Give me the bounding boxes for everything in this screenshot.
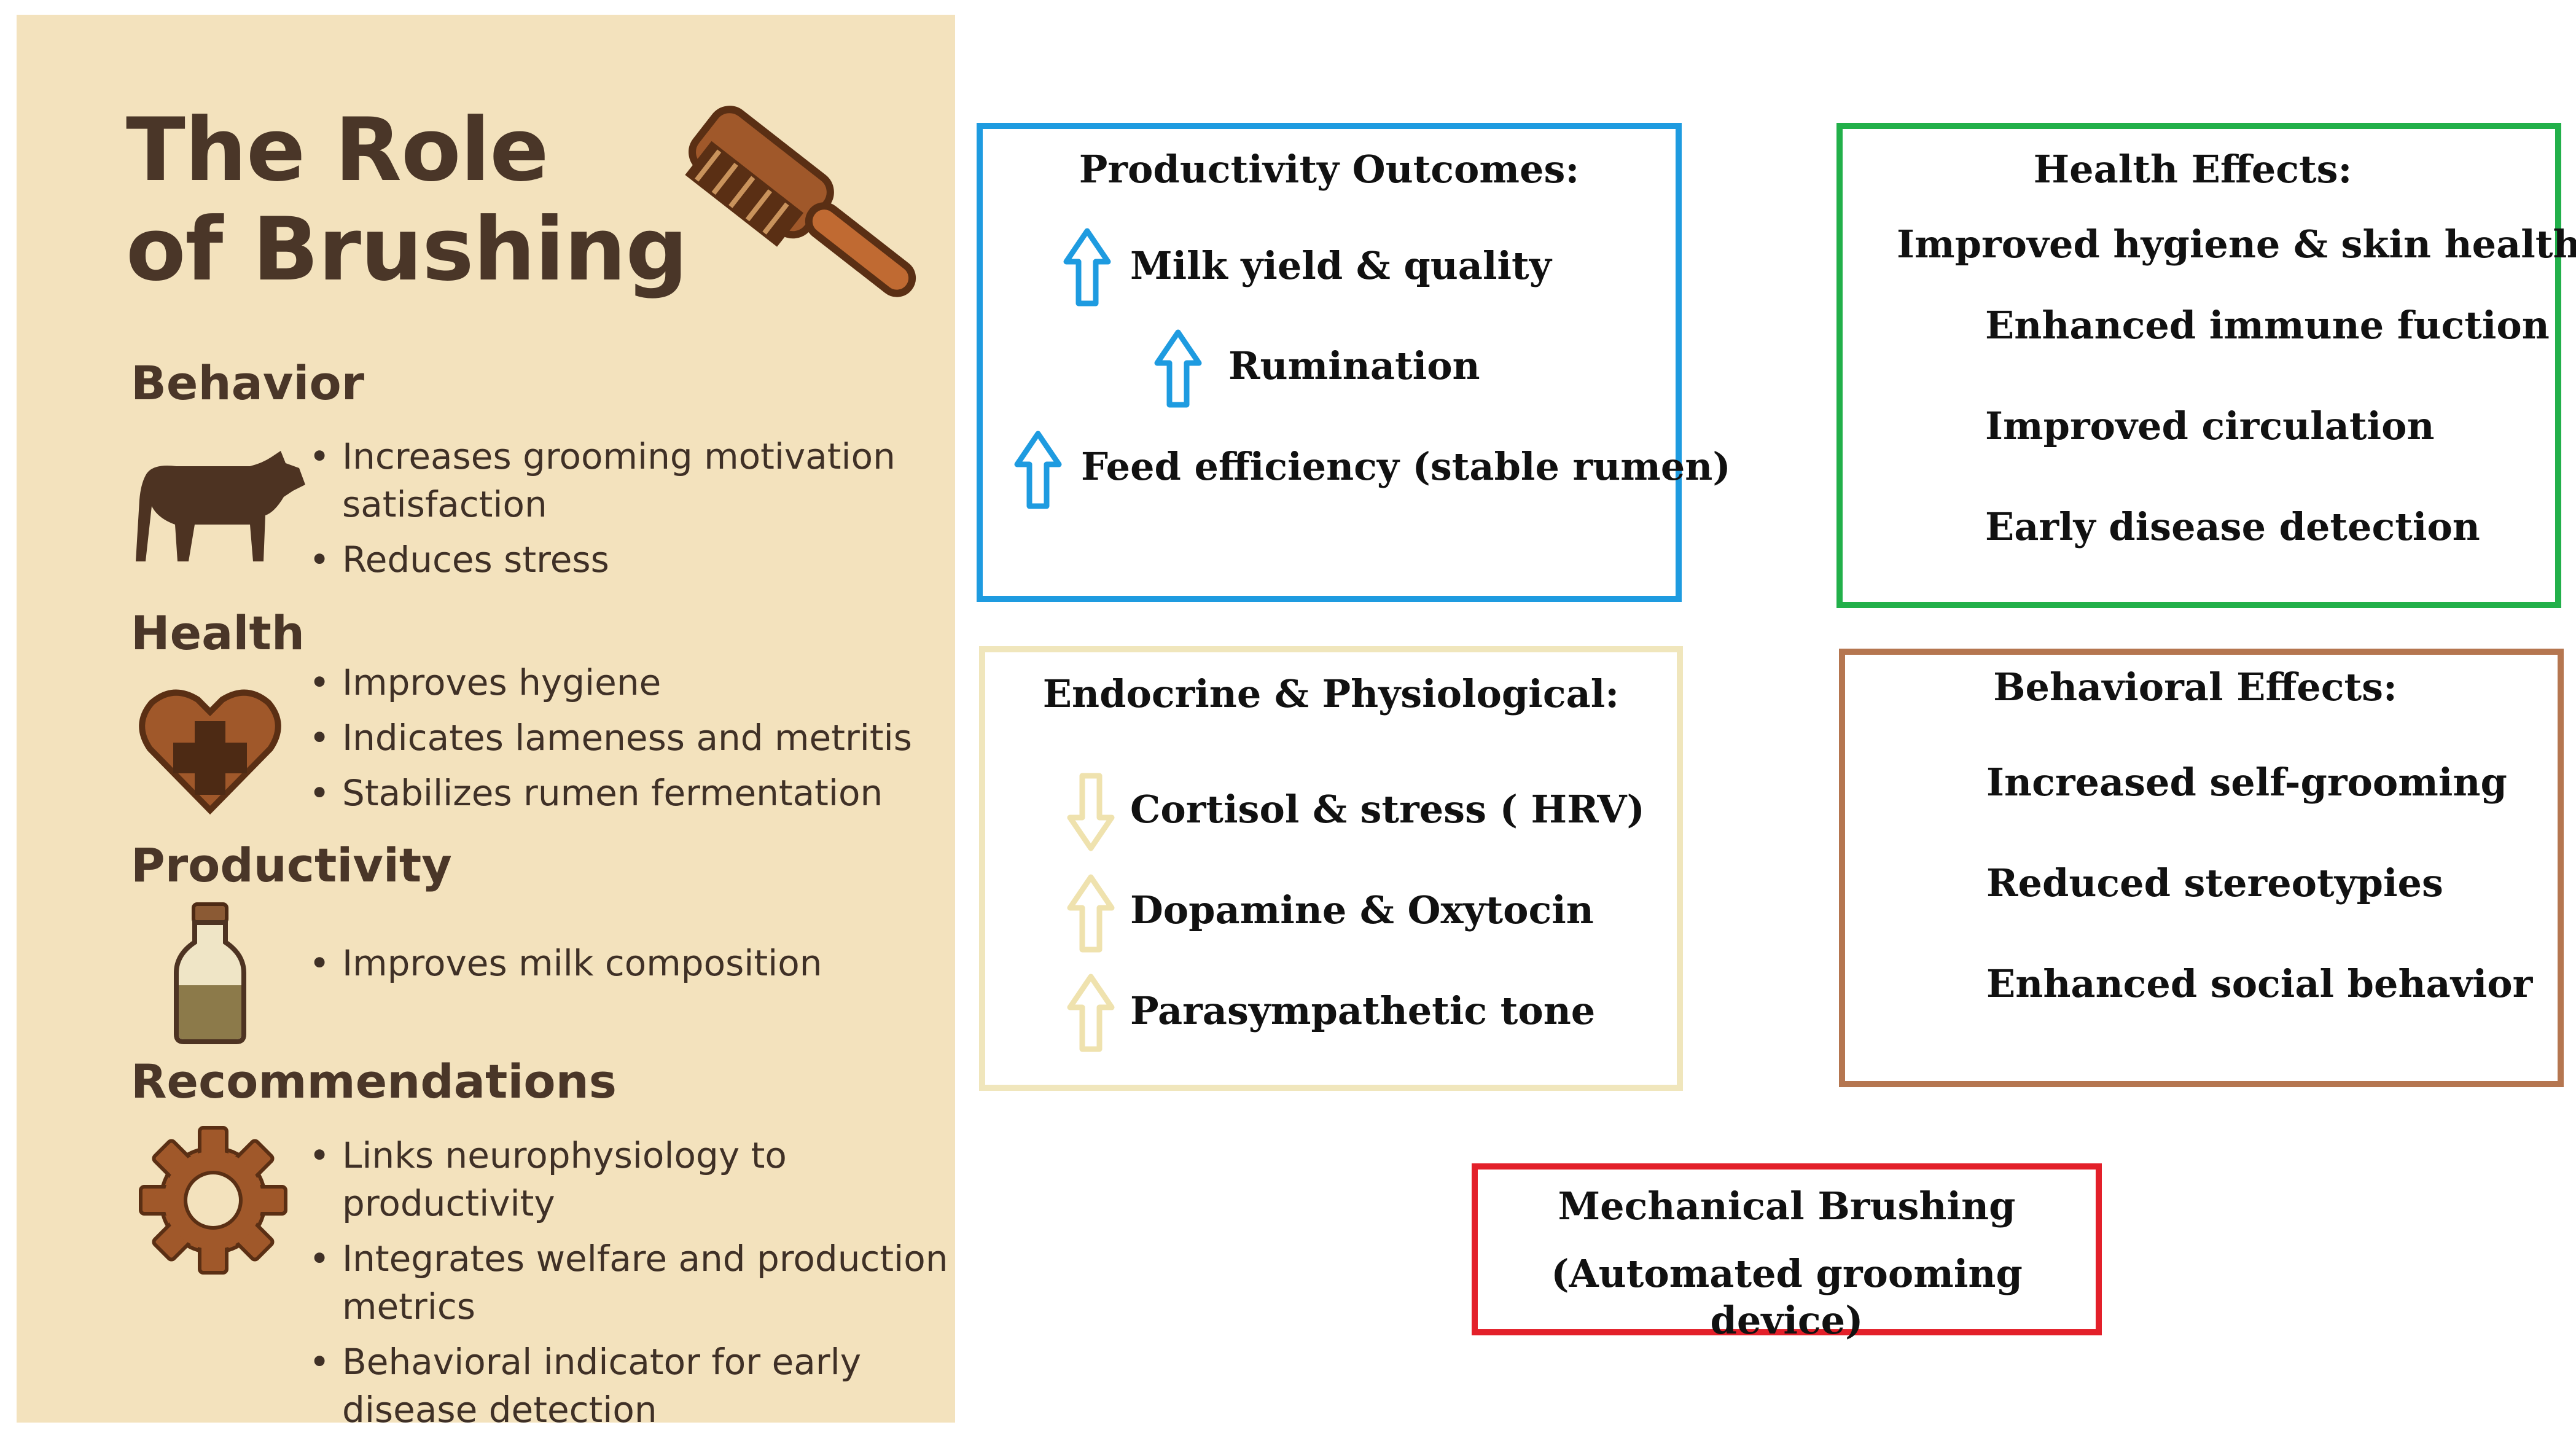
list-item: Improves milk composition bbox=[309, 939, 950, 987]
productivity-item: Milk yield & quality bbox=[1130, 243, 1551, 288]
up-arrow-icon bbox=[1067, 874, 1115, 953]
productivity-list: Improves milk composition bbox=[309, 939, 950, 994]
panel-title-line2: of Brushing bbox=[126, 199, 688, 300]
list-item: Links neurophysiology to productivity bbox=[309, 1131, 950, 1227]
productivity-outcomes-title: Productivity Outcomes: bbox=[1079, 147, 1580, 192]
mechanical-subtitle: (Automated grooming device) bbox=[1551, 1251, 2023, 1343]
health-effects-title: Health Effects: bbox=[2033, 147, 2352, 192]
list-item: Increases grooming motivation satisfacti… bbox=[309, 432, 950, 528]
health-item: Improved circulation bbox=[1985, 404, 2435, 448]
behavioral-effects-box: Behavioral Effects: Increased self-groom… bbox=[1839, 649, 2564, 1087]
endocrine-box: Endocrine & Physiological: Cortisol & st… bbox=[979, 646, 1683, 1091]
up-arrow-icon bbox=[1154, 329, 1202, 408]
mechanical-title: Mechanical Brushing bbox=[1558, 1184, 2016, 1228]
health-item: Early disease detection bbox=[1985, 504, 2480, 549]
role-of-brushing-panel: The Role of Brushing Behavior Increases … bbox=[17, 15, 955, 1431]
cow-icon bbox=[136, 451, 305, 561]
behavioral-item: Enhanced social behavior bbox=[1986, 961, 2533, 1006]
mechanical-brushing-box: Mechanical Brushing (Automated grooming … bbox=[1472, 1163, 2102, 1343]
health-effects-box: Health Effects: Improved hygiene & skin … bbox=[1836, 123, 2576, 608]
list-item: Improves hygiene bbox=[309, 658, 950, 706]
health-heading: Health bbox=[131, 606, 305, 660]
panel-title-line1: The Role bbox=[126, 100, 549, 201]
panel-title: The Role of Brushing bbox=[126, 100, 688, 300]
up-arrow-icon bbox=[1063, 228, 1111, 307]
productivity-outcomes-box: Productivity Outcomes: Milk yield & qual… bbox=[977, 123, 1731, 602]
down-arrow-icon bbox=[1067, 773, 1115, 851]
up-arrow-icon bbox=[1014, 431, 1062, 509]
brush-icon bbox=[685, 106, 916, 297]
list-item: Indicates lameness and metritis bbox=[309, 714, 950, 762]
recommendations-heading: Recommendations bbox=[131, 1054, 617, 1109]
endocrine-item: Dopamine & Oxytocin bbox=[1130, 888, 1594, 932]
productivity-heading: Productivity bbox=[131, 838, 452, 892]
productivity-item: Feed efficiency (stable rumen) bbox=[1081, 444, 1731, 489]
behavioral-effects-title: Behavioral Effects: bbox=[1993, 665, 2397, 709]
milk-bottle-icon bbox=[174, 902, 246, 1044]
recommendations-list: Links neurophysiology to productivity In… bbox=[309, 1131, 950, 1441]
behavioral-item: Reduced stereotypies bbox=[1986, 861, 2443, 905]
endocrine-item: Cortisol & stress ( HRV) bbox=[1130, 787, 1645, 832]
health-item: Improved hygiene & skin health bbox=[1897, 222, 2576, 267]
behavior-heading: Behavior bbox=[131, 356, 365, 410]
list-item: Stabilizes rumen fermentation bbox=[309, 769, 950, 817]
up-arrow-icon bbox=[1067, 974, 1115, 1052]
behavioral-item: Increased self-grooming bbox=[1986, 760, 2507, 805]
heart-cross-icon bbox=[139, 689, 281, 815]
list-item: Behavioral indicator for early disease d… bbox=[309, 1338, 950, 1434]
gear-icon bbox=[139, 1126, 287, 1275]
endocrine-title: Endocrine & Physiological: bbox=[1042, 671, 1620, 716]
list-item: Reduces stress bbox=[309, 536, 950, 584]
endocrine-item: Parasympathetic tone bbox=[1130, 988, 1596, 1033]
productivity-item: Rumination bbox=[1228, 343, 1480, 388]
health-item: Enhanced immune fuction bbox=[1985, 303, 2550, 348]
health-list: Improves hygiene Indicates lameness and … bbox=[309, 658, 950, 824]
behavior-list: Increases grooming motivation satisfacti… bbox=[309, 432, 950, 591]
list-item: Integrates welfare and production metric… bbox=[309, 1235, 950, 1330]
